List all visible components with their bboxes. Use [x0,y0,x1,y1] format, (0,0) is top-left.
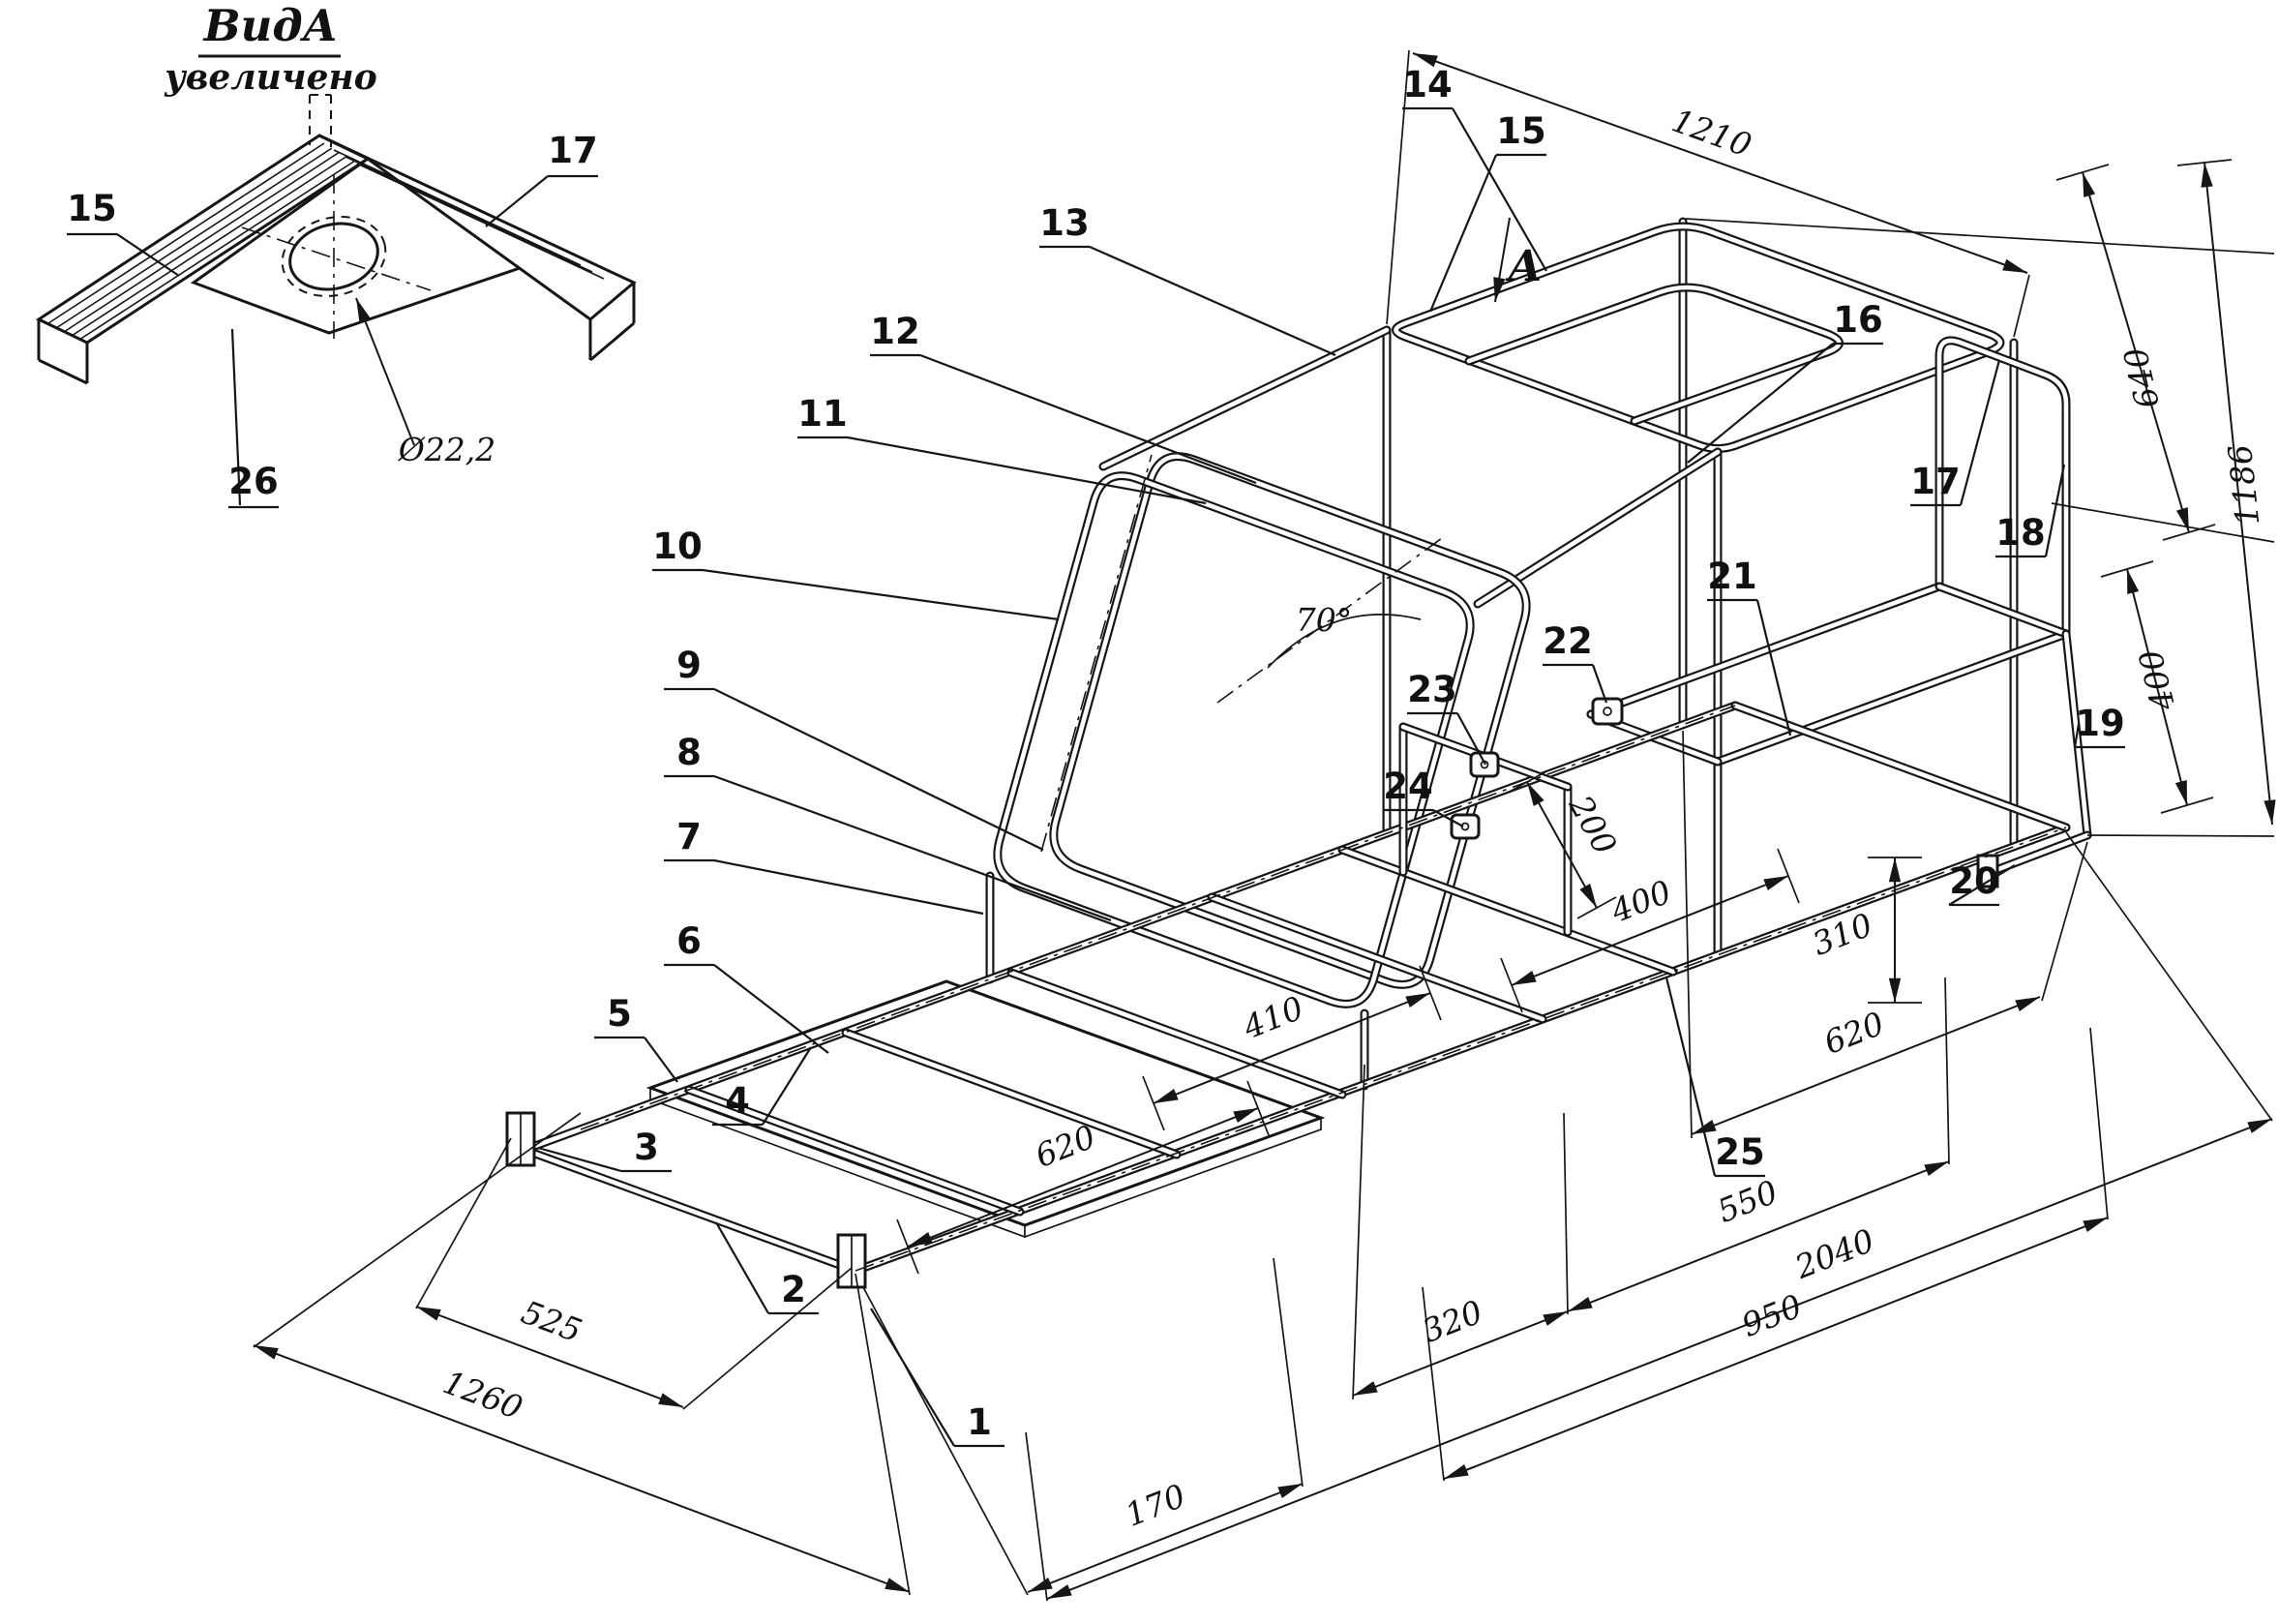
dim-front-width: 525 [517,1293,587,1350]
seat-bracket-3 [1450,813,1481,840]
callout-15: 15 [1496,110,1546,152]
detail-subtitle: увеличено [164,57,377,98]
seat-bracket-1 [1591,697,1624,726]
angle-annotation [1216,537,1443,704]
dim-mid-length: 400 [1604,873,1676,931]
dim-overall-length: 2040 [1789,1221,1879,1286]
dim-cross-gap: 410 [1237,989,1308,1047]
callout-21: 21 [1707,556,1757,597]
callout-1: 1 [967,1401,992,1443]
callout-23: 23 [1407,669,1457,710]
hole-diameter-label: Ø22,2 [398,431,496,468]
detail-callout-17: 17 [548,130,598,171]
center-axis-lines [580,454,2067,1272]
callout-4: 4 [725,1080,750,1122]
dim-overall-width: 1260 [438,1363,527,1427]
dim-top-width: 1210 [1667,102,1756,165]
callout-14: 14 [1402,64,1453,105]
detail-callout-15: 15 [67,188,117,229]
callout-6: 6 [676,920,702,962]
callout-5: 5 [607,993,632,1035]
callout-10: 10 [652,526,703,567]
callout-3: 3 [634,1127,659,1168]
detail-view-bracket [35,94,637,385]
dim-rear-seg-3: 950 [1736,1287,1807,1344]
callout-25: 25 [1715,1131,1765,1173]
callout-13: 13 [1039,202,1090,244]
callout-8: 8 [676,732,702,773]
dim-right-height: 400 [2131,647,2182,716]
callout-11: 11 [797,393,848,435]
dim-total-height: 1186 [2221,442,2267,527]
dim-horn-offset: 170 [1120,1477,1190,1534]
dim-rear-seg-1: 320 [1417,1293,1487,1350]
callout-24: 24 [1383,766,1433,807]
view-a-letter: A [1505,242,1542,291]
dim-upper-height: 640 [2116,345,2167,412]
floor-plate [645,979,1326,1227]
callout-19: 19 [2075,703,2125,744]
callout-17: 17 [1910,461,1961,502]
windshield-frame [985,452,1531,1091]
callout-12: 12 [870,311,920,352]
callout-9: 9 [676,645,702,686]
dim-rear-length: 620 [1818,1005,1889,1062]
callout-16: 16 [1833,299,1883,341]
callout-22: 22 [1543,620,1593,662]
callout-18: 18 [1995,512,2046,554]
mounting-brackets [505,697,1999,1289]
callout-20: 20 [1949,860,1999,902]
dim-rear-seg-2: 550 [1712,1173,1783,1230]
dimension-lines [253,52,2276,1600]
detail-callout-26: 26 [228,461,279,502]
detail-title: ВидА [202,0,339,51]
callout-2: 2 [781,1269,806,1310]
roll-cage [1098,217,2019,960]
windshield-angle-label: 70° [1296,601,1353,639]
callout-7: 7 [676,816,702,857]
callout-leaders [67,106,2125,1448]
